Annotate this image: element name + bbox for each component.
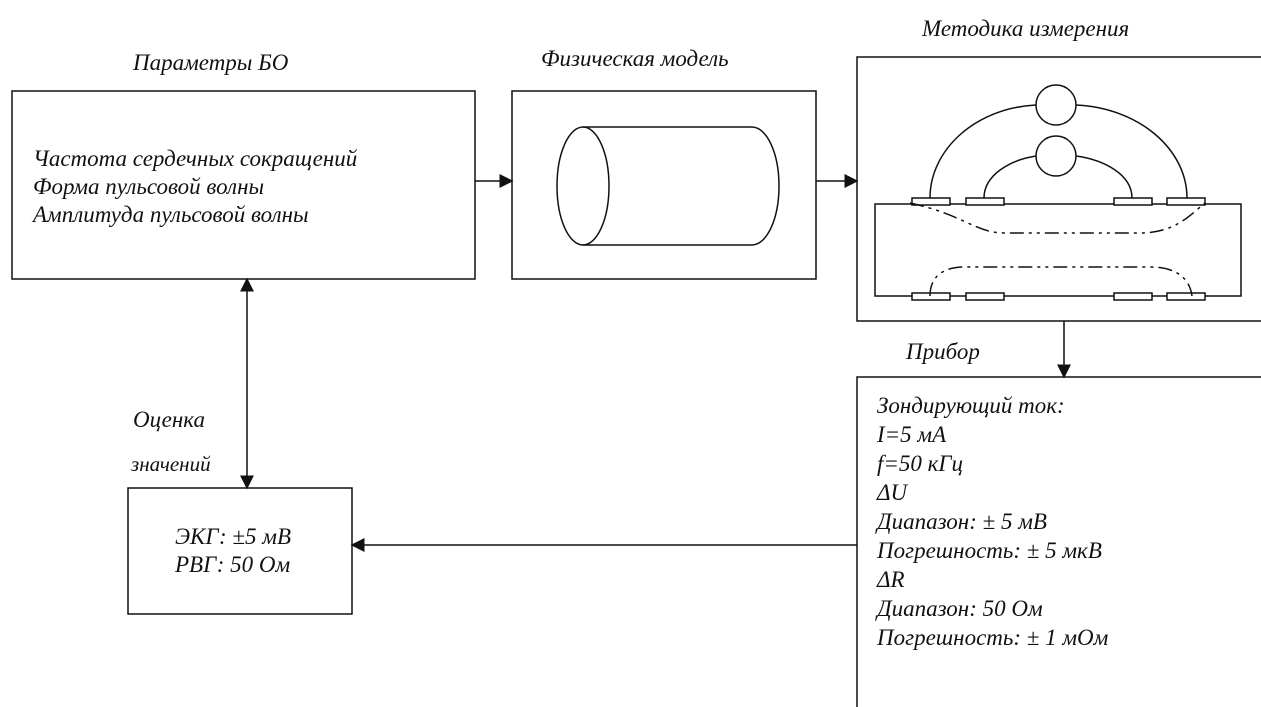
device-spec-line: Диапазон: ± 5 мВ [877, 509, 1047, 534]
electrode [911, 292, 951, 301]
vessel-body [874, 203, 1242, 297]
method-title: Методика измерения [922, 16, 1130, 41]
electrode [1166, 292, 1206, 301]
device-title: Прибор [906, 339, 980, 364]
result-values: ЭКГ: ±5 мВ РВГ: 50 Ом [175, 523, 291, 579]
cylinder-icon [556, 126, 780, 246]
params-list: Частота сердечных сокращений Форма пульс… [33, 145, 357, 229]
outer-wire [929, 104, 1188, 199]
electrode [965, 197, 1005, 206]
current-source-icon [1035, 84, 1077, 126]
electrode [1113, 292, 1153, 301]
voltmeter-icon [1035, 135, 1077, 177]
vessel-contour-lower [929, 266, 1193, 297]
param-pulse-wave-amplitude: Амплитуда пульсовой волны [33, 202, 309, 227]
device-spec-line: ΔR [877, 567, 905, 592]
device-spec-line: I=5 мА [877, 422, 947, 447]
device-spec-line: Погрешность: ± 1 мОм [877, 625, 1109, 650]
device-spec-line: f=50 кГц [877, 451, 964, 476]
device-spec-line: Погрешность: ± 5 мкВ [877, 538, 1102, 563]
vessel-contour-upper [909, 202, 1206, 234]
result-ecg: ЭКГ: ±5 мВ [175, 524, 291, 549]
model-title: Физическая модель [541, 46, 729, 71]
measurement-schematic [874, 84, 1242, 301]
method-box [856, 56, 1261, 322]
electrode [911, 197, 951, 206]
device-spec-line: Диапазон: 50 Ом [877, 596, 1043, 621]
param-pulse-wave-shape: Форма пульсовой волны [33, 174, 265, 199]
electrode [1166, 197, 1206, 206]
electrode [965, 292, 1005, 301]
inner-wire [983, 155, 1133, 199]
device-spec-line: ΔU [877, 480, 908, 505]
assess-label-line2: значений [131, 452, 211, 476]
params-title: Параметры БО [133, 50, 289, 75]
device-specs: Зондирующий ток: I=5 мА f=50 кГц ΔU Диап… [877, 391, 1108, 652]
assess-label-line1: Оценка [133, 407, 205, 432]
result-rvg: РВГ: 50 Ом [175, 552, 291, 577]
electrode [1113, 197, 1153, 206]
param-heart-rate: Частота сердечных сокращений [33, 146, 358, 171]
device-spec-line: Зондирующий ток: [877, 393, 1065, 418]
